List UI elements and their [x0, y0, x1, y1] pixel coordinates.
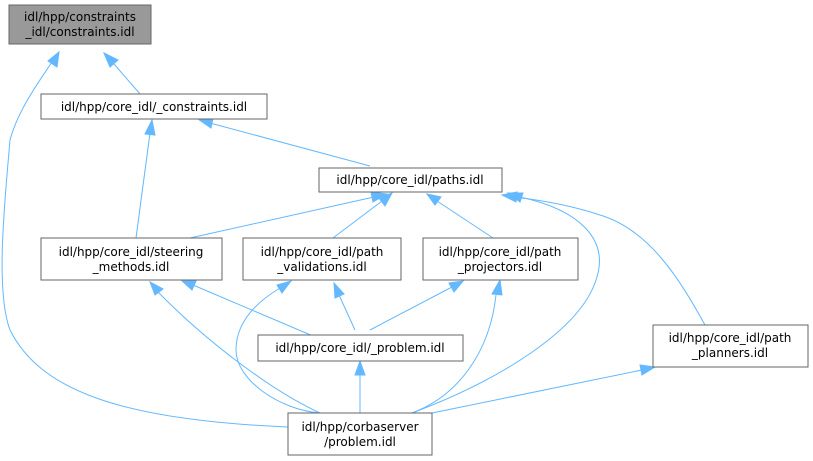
edge-paths-to-core-constraints [196, 117, 371, 167]
node-label-line-2: /problem.idl [324, 435, 396, 449]
node-core-constraints-idl[interactable]: idl/hpp/core_idl/_constraints.idl [40, 93, 268, 120]
node-label-line-2: _planners.idl [691, 346, 768, 360]
node-steering-methods-idl[interactable]: idl/hpp/core_idl/steering _methods.idl [40, 237, 223, 281]
edge-corba-problem-to-core-problem [354, 359, 366, 413]
edge-corba-problem-to-constraints [1, 50, 289, 428]
node-label-line-1: idl/hpp/core_idl/path [439, 245, 562, 259]
edge-steering-to-paths [189, 191, 389, 239]
node-label-line-1: idl/hpp/core_idl/steering [59, 245, 204, 259]
edge-corba-problem-to-planners [431, 364, 657, 414]
node-paths-idl[interactable]: idl/hpp/core_idl/paths.idl [318, 167, 503, 193]
node-corbaserver-problem-idl[interactable]: idl/hpp/corbaserver /problem.idl [287, 412, 433, 456]
edge-projectors-to-paths [425, 193, 494, 239]
node-label-line-2: _validations.idl [276, 260, 366, 274]
edge-corba-problem-to-validations [235, 280, 321, 414]
node-label-line-2: _projectors.idl [457, 260, 542, 274]
node-core-problem-idl[interactable]: idl/hpp/core_idl/_problem.idl [257, 334, 464, 362]
node-constraints-idl[interactable]: idl/hpp/constraints _idl/constraints.idl [8, 4, 152, 45]
node-label-line-1: idl/hpp/corbaserver [301, 420, 418, 434]
node-path-projectors-idl[interactable]: idl/hpp/core_idl/path _projectors.idl [422, 237, 579, 281]
node-path-planners-idl[interactable]: idl/hpp/core_idl/path _planners.idl [652, 324, 809, 368]
edge-core-problem-to-projectors [369, 280, 465, 331]
node-label-line-1: idl/hpp/core_idl/path [669, 331, 792, 345]
node-label-line-1: idl/hpp/core_idl/path [261, 245, 384, 259]
node-label-line-1: idl/hpp/core_idl/paths.idl [336, 173, 483, 187]
edges-layer [1, 50, 706, 428]
edge-core-problem-to-steering [179, 279, 321, 340]
node-path-validations-idl[interactable]: idl/hpp/core_idl/path _validations.idl [242, 237, 402, 281]
node-label-line-1: idl/hpp/constraints [24, 10, 136, 24]
node-label-line-1: idl/hpp/core_idl/_problem.idl [275, 341, 444, 355]
edge-core-problem-to-validations [333, 281, 356, 331]
edge-core-constraints-to-constraints [103, 51, 141, 95]
edge-corba-problem-to-projectors [411, 278, 503, 414]
edge-corba-problem-to-paths [411, 192, 600, 414]
node-label-line-2: _methods.idl [92, 260, 170, 274]
node-label-line-1: idl/hpp/core_idl/_constraints.idl [61, 100, 247, 114]
edge-steering-to-core-constraints [135, 118, 156, 239]
edge-validations-to-paths [332, 192, 394, 239]
nodes-layer: idl/hpp/constraints _idl/constraints.idl… [8, 4, 809, 456]
node-label-line-2: _idl/constraints.idl [24, 25, 134, 39]
